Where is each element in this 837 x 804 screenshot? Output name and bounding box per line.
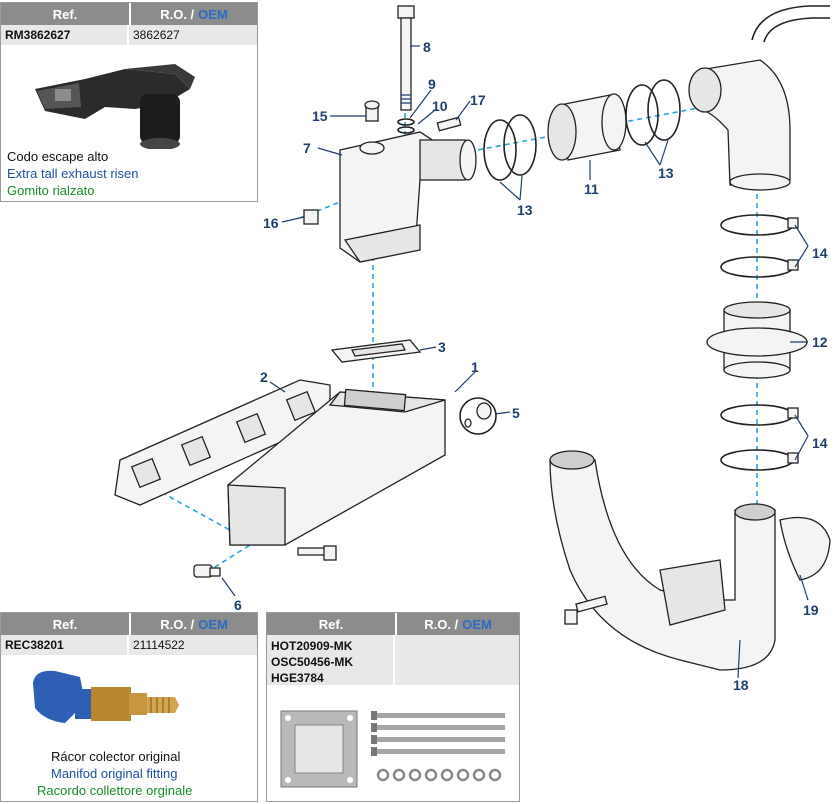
fitting-detail-part — [459, 397, 497, 435]
pipe-bolt-part — [564, 595, 608, 625]
manifold-bolt-part — [297, 545, 337, 561]
drain-fitting-part — [193, 564, 221, 578]
callout-16: 16 — [263, 215, 279, 231]
ref-box-header: Ref. R.O. / OEM — [1, 3, 257, 25]
ref-header: Ref. — [1, 613, 131, 635]
ro-number — [395, 635, 519, 685]
callout-8: 8 — [423, 39, 431, 55]
callout-18: 18 — [733, 677, 749, 693]
ref-header: Ref. — [267, 613, 397, 635]
callout-19: 19 — [803, 602, 819, 618]
desc-it: Gomito rialzato — [7, 183, 95, 198]
callout-13-left: 13 — [517, 202, 533, 218]
elbow-fitting-part — [688, 59, 791, 191]
ref-number: REC38201 — [1, 635, 129, 655]
callout-13-right: 13 — [658, 165, 674, 181]
callout-9: 9 — [428, 76, 436, 92]
ref-number-3: HGE3784 — [271, 671, 324, 685]
gasket-bolt-kit-photo-icon — [280, 710, 505, 788]
callout-15: 15 — [312, 108, 328, 124]
desc-it: Racordo collettore orginale — [37, 783, 193, 798]
callout-7: 7 — [303, 140, 311, 156]
ref-number: RM3862627 — [1, 25, 129, 45]
ro-number: 21114522 — [133, 638, 185, 652]
exhaust-riser-photo-icon — [35, 64, 195, 149]
desc-en: Manifod original fitting — [51, 766, 178, 781]
callout-17: 17 — [470, 92, 486, 108]
callout-6: 6 — [234, 597, 242, 613]
plug-part — [364, 100, 380, 122]
ref-number-2: OSC50456-MK — [271, 655, 354, 669]
gasket-part — [330, 339, 422, 363]
riser-elbow-part — [339, 131, 477, 263]
ref-box-riser: Ref. R.O. / OEM RM3862627 3862627 Codo e… — [0, 2, 258, 202]
upper-clamps — [720, 214, 799, 278]
top-hose — [751, 5, 830, 43]
manifold-part — [227, 388, 446, 546]
manifold-gasket-part — [114, 379, 331, 506]
fitting-part — [436, 116, 462, 132]
callout-1: 1 — [471, 359, 479, 375]
callout-10: 10 — [432, 98, 448, 114]
coupler-part — [706, 301, 808, 379]
ref-box-header: Ref. R.O. / OEM — [1, 613, 257, 635]
callout-2: 2 — [260, 369, 268, 385]
ref-number-1: HOT20909-MK — [271, 639, 353, 653]
desc-es: Rácor colector original — [51, 749, 181, 764]
ref-header: Ref. — [1, 3, 131, 25]
desc-es: Codo escape alto — [7, 149, 109, 164]
manifold-fitting-photo-icon — [33, 670, 179, 723]
callout-11: 11 — [584, 181, 599, 197]
side-plug-part — [303, 209, 319, 225]
hose-sleeve-part — [547, 93, 627, 161]
desc-en: Extra tall exhaust risen — [7, 166, 139, 181]
flapper-part — [779, 516, 831, 581]
ref-row: RM3862627 3862627 — [1, 25, 257, 45]
ref-numbers: HOT20909-MK OSC50456-MK HGE3784 — [267, 635, 395, 685]
lower-clamps — [720, 404, 799, 471]
callout-14-lower: 14 — [812, 435, 828, 451]
leader-lines — [221, 45, 809, 679]
ref-box-fitting: Ref. R.O. / OEM REC38201 21114522 Rácor … — [0, 612, 258, 802]
callout-labels: 1 2 3 5 6 7 8 9 10 11 12 13 13 14 14 15 … — [234, 39, 828, 693]
callout-12: 12 — [812, 334, 828, 350]
callout-14-upper: 14 — [812, 245, 828, 261]
hose-clamps-left — [483, 114, 537, 181]
ro-oem-header: R.O. / OEM — [160, 616, 228, 632]
ref-box-header: Ref. R.O. / OEM — [267, 613, 519, 635]
ref-row: HOT20909-MK OSC50456-MK HGE3784 — [267, 635, 519, 685]
ro-oem-header: R.O. / OEM — [160, 6, 228, 22]
ro-oem-header: R.O. / OEM — [424, 616, 492, 632]
callout-5: 5 — [512, 405, 520, 421]
ref-row: REC38201 21114522 — [1, 635, 257, 655]
washer-part — [397, 118, 415, 134]
hose-clamps-right — [625, 79, 681, 146]
ref-box-gasket-kit: Ref. R.O. / OEM HOT20909-MK OSC50456-MK … — [266, 612, 520, 802]
callout-3: 3 — [438, 339, 446, 355]
bolt-part — [397, 5, 415, 111]
y-pipe-part — [549, 450, 776, 671]
ro-number: 3862627 — [133, 28, 180, 42]
